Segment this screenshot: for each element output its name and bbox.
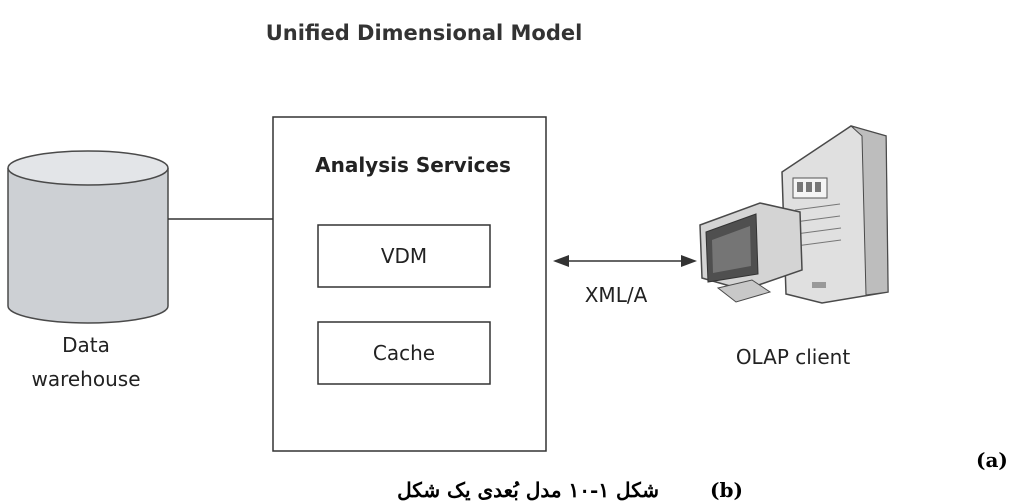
computer-icon [699,125,889,304]
double-arrow-icon [553,255,697,267]
data-warehouse-label-line1: Data [62,333,110,357]
cache-box [317,321,491,385]
vdm-label: VDM [381,244,427,268]
protocol-label: XML/A [585,283,648,307]
diagram-title: Unified Dimensional Model [266,21,583,45]
olap-client-label: OLAP client [736,345,851,369]
figure-marker-a: (a) [976,448,1008,472]
cache-label: Cache [373,341,435,365]
analysis-services-title: Analysis Services [315,153,511,177]
data-warehouse-label-line2: warehouse [31,367,140,391]
database-icon [7,150,169,324]
figure-caption: شکل ۱-۱۰ مدل بُعدی یک شکل [397,478,659,502]
figure-marker-b: (b) [710,478,743,502]
vdm-box [317,224,491,288]
